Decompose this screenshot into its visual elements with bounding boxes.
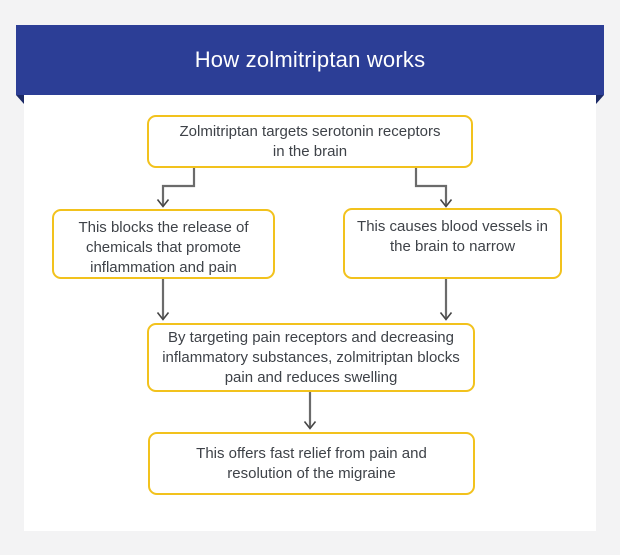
flow-node-text: This causes blood vessels in the brain t… [357, 218, 548, 255]
flow-node-blocks-chemicals: This blocks the release of chemicals tha… [52, 209, 275, 279]
title-ribbon: How zolmitriptan works [16, 25, 604, 95]
flow-node-text: This blocks the release of chemicals tha… [78, 219, 249, 276]
flow-node-fast-relief: This offers fast relief from pain and re… [148, 432, 475, 495]
infographic-title: How zolmitriptan works [194, 47, 426, 72]
ribbon-fold-left [16, 95, 24, 104]
flow-node-blocks-pain-swelling: By targeting pain receptors and decreasi… [147, 323, 475, 392]
flow-node-narrows-vessels: This causes blood vessels in the brain t… [343, 208, 562, 279]
flow-node-text: By targeting pain receptors and decreasi… [162, 328, 460, 386]
flow-node-targets-serotonin: Zolmitriptan targets serotonin receptors… [147, 115, 473, 168]
flow-node-text: This offers fast relief from pain and re… [196, 444, 427, 482]
ribbon-fold-right [596, 95, 604, 104]
flow-node-text: Zolmitriptan targets serotonin receptors… [179, 122, 441, 160]
